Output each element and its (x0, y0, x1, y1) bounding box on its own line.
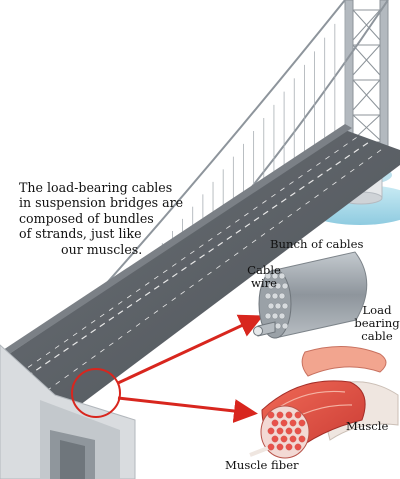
muscle-fiber-bundle (294, 427, 302, 435)
caption-line: our muscles. (61, 241, 143, 257)
muscle-fiber-bundle (285, 411, 293, 419)
wire-strand (274, 282, 282, 290)
muscle-fiber-bundle (276, 411, 284, 419)
wire-strand (278, 292, 286, 300)
wire-strand (264, 272, 272, 280)
wire-strand (278, 272, 286, 280)
muscle-fiber-bundle (298, 435, 306, 443)
muscle-fiber-bundle (267, 411, 275, 419)
label-load-bearing-line: bearing (354, 316, 400, 330)
wire-strand (267, 282, 275, 290)
caption-line: The load-bearing cables (19, 180, 173, 195)
label-cable-wire-line: Cable (247, 263, 281, 277)
muscle-fiber-bundle (294, 411, 302, 419)
wire-strand (281, 302, 289, 310)
muscle-fiber-bundle (298, 419, 306, 427)
muscle-fiber-bundle (285, 443, 293, 451)
muscle-fiber-bundle (267, 427, 275, 435)
label-cable-wire: Cable wire (244, 264, 284, 290)
arrow-to-cable (117, 314, 264, 385)
cable-detail-circle (71, 368, 121, 418)
muscle-fiber-bundle (280, 419, 288, 427)
caption: The load-bearing cables in suspension br… (19, 180, 194, 257)
caption-line: of strands, just like (19, 226, 142, 242)
wire-strand (274, 322, 282, 330)
wire-strand (281, 282, 289, 290)
caption-line: composed of bundles (19, 210, 154, 226)
label-load-bearing-line: cable (361, 329, 393, 343)
wire-strand (271, 292, 279, 300)
muscle-fiber-bundle (271, 435, 279, 443)
muscle-fiber-bundle (276, 443, 284, 451)
muscle-fiber-bundle (289, 419, 297, 427)
wire-strand (264, 292, 272, 300)
wire-strand (264, 312, 272, 320)
wire-strand (281, 322, 289, 330)
label-load-bearing-cable: Load bearing cable (353, 304, 400, 343)
label-load-bearing-line: Load (362, 303, 392, 317)
muscle-illustration (249, 345, 399, 459)
wire-strand (274, 302, 282, 310)
cable-wire-end (253, 326, 263, 336)
label-muscle-fiber: Muscle fiber (225, 458, 299, 472)
muscle-fiber-bundle (276, 427, 284, 435)
anchorage-block (0, 344, 136, 479)
muscle-fiber-bundle (294, 443, 302, 451)
arrow-to-muscle (117, 396, 258, 423)
muscle-fiber-bundle (289, 435, 297, 443)
wire-strand (278, 312, 286, 320)
muscle-fiber-bundle (280, 435, 288, 443)
label-bunch-of-cables: Bunch of cables (270, 237, 364, 251)
wire-strand (271, 272, 279, 280)
caption-line: in suspension bridges are (19, 195, 184, 211)
cable-bundle-cutaway (253, 251, 368, 339)
muscle-fiber-bundle (267, 443, 275, 451)
muscle-fiber-bundle (271, 419, 279, 427)
muscle-fiber-bundle (285, 427, 293, 435)
wire-strand (267, 302, 275, 310)
label-muscle: Muscle (346, 419, 389, 433)
muscle-fiber-strand (249, 446, 269, 457)
label-cable-wire-line: wire (250, 276, 278, 290)
wire-strand (271, 312, 279, 320)
